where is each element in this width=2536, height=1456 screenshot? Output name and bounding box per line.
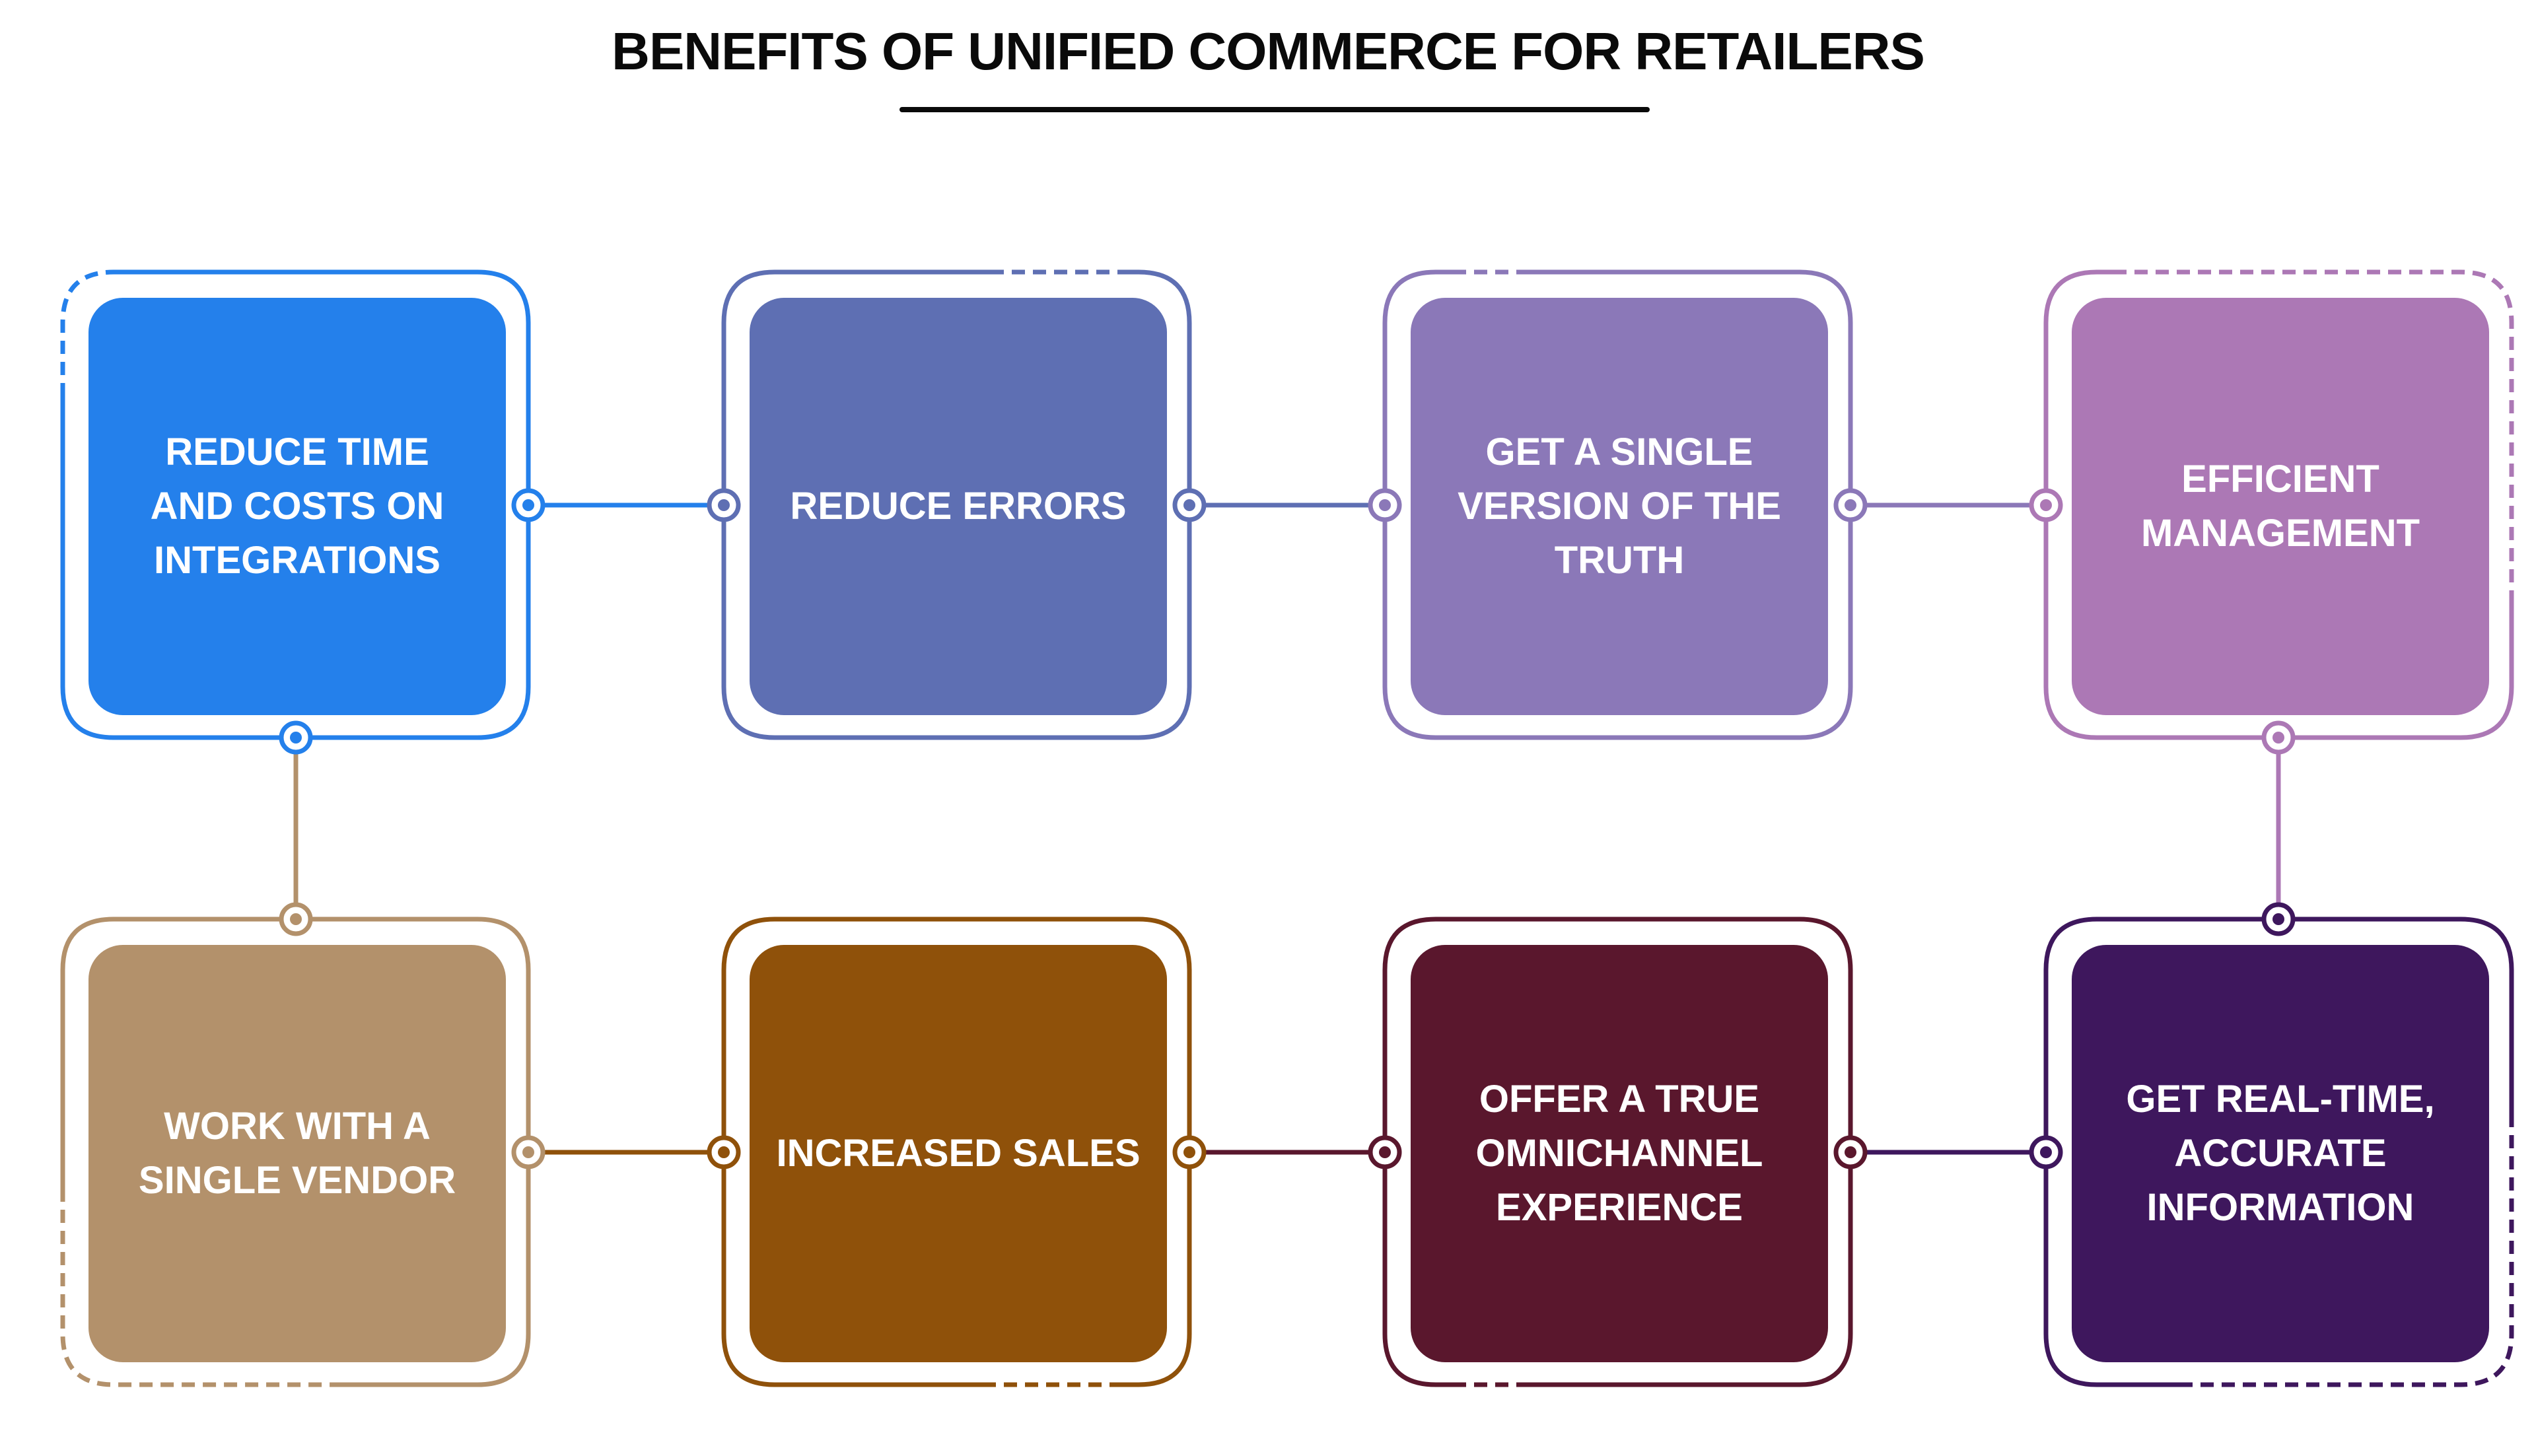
benefit-increased-sales: INCREASED SALES: [750, 945, 1167, 1362]
frame-6-solid: [721, 917, 1192, 1387]
benefit-omnichannel-experience: OFFER A TRUE OMNICHANNEL EXPERIENCE: [1411, 945, 1828, 1362]
benefit-efficient-management: EFFICIENT MANAGEMENT: [2072, 298, 2489, 715]
frame-7-solid: [1382, 917, 1853, 1387]
dot-8-top: [2261, 902, 2296, 936]
benefit-reduce-errors: REDUCE ERRORS: [750, 298, 1167, 715]
dot-3-left: [1368, 488, 1402, 522]
title-underline: [899, 107, 1650, 112]
dot-3-right: [1833, 488, 1868, 522]
dot-7-right: [1833, 1135, 1868, 1169]
dot-6-left: [707, 1135, 741, 1169]
benefit-label: GET REAL-TIME, ACCURATE INFORMATION: [2126, 1078, 2435, 1229]
benefit-label: INCREASED SALES: [776, 1132, 1141, 1175]
page-title: BENEFITS OF UNIFIED COMMERCE FOR RETAILE…: [612, 22, 1925, 81]
frame-5-dashed: [60, 1189, 330, 1387]
dot-5-right: [511, 1135, 546, 1169]
frame-8-dashed: [2179, 1123, 2514, 1387]
benefit-label: GET A SINGLE VERSION OF THE TRUTH: [1458, 431, 1781, 582]
benefit-label: REDUCE ERRORS: [790, 485, 1127, 528]
benefit-label: REDUCE TIME AND COSTS ON INTEGRATIONS: [150, 431, 444, 582]
benefit-label: WORK WITH A SINGLE VENDOR: [138, 1105, 456, 1202]
frame-3-solid: [1382, 269, 1853, 740]
frame-4-dashed: [2113, 269, 2514, 594]
benefit-single-vendor: WORK WITH A SINGLE VENDOR: [88, 945, 506, 1362]
dot-2-left: [707, 488, 741, 522]
frame-1-solid: [60, 269, 531, 740]
frame-8-solid: [2043, 917, 2514, 1387]
benefit-label: OFFER A TRUE OMNICHANNEL EXPERIENCE: [1475, 1078, 1763, 1229]
dot-6-right: [1172, 1135, 1207, 1169]
benefit-reduce-time-costs: REDUCE TIME AND COSTS ON INTEGRATIONS: [88, 298, 506, 715]
frame-5-solid: [60, 917, 531, 1387]
dot-4-left: [2029, 488, 2063, 522]
frame-2-solid: [721, 269, 1192, 740]
dot-1-bottom: [279, 720, 313, 755]
dot-8-left: [2029, 1135, 2063, 1169]
dot-7-left: [1368, 1135, 1402, 1169]
benefit-single-version-truth: GET A SINGLE VERSION OF THE TRUTH: [1411, 298, 1828, 715]
frame-1-dashed: [60, 269, 119, 396]
benefit-label: EFFICIENT MANAGEMENT: [2140, 458, 2420, 555]
dot-1-right: [511, 488, 546, 522]
dot-4-bottom: [2261, 720, 2296, 755]
dot-5-top: [279, 902, 313, 936]
benefit-real-time-information: GET REAL-TIME, ACCURATE INFORMATION: [2072, 945, 2489, 1362]
dot-2-right: [1172, 488, 1207, 522]
frame-4-solid: [2043, 269, 2514, 740]
